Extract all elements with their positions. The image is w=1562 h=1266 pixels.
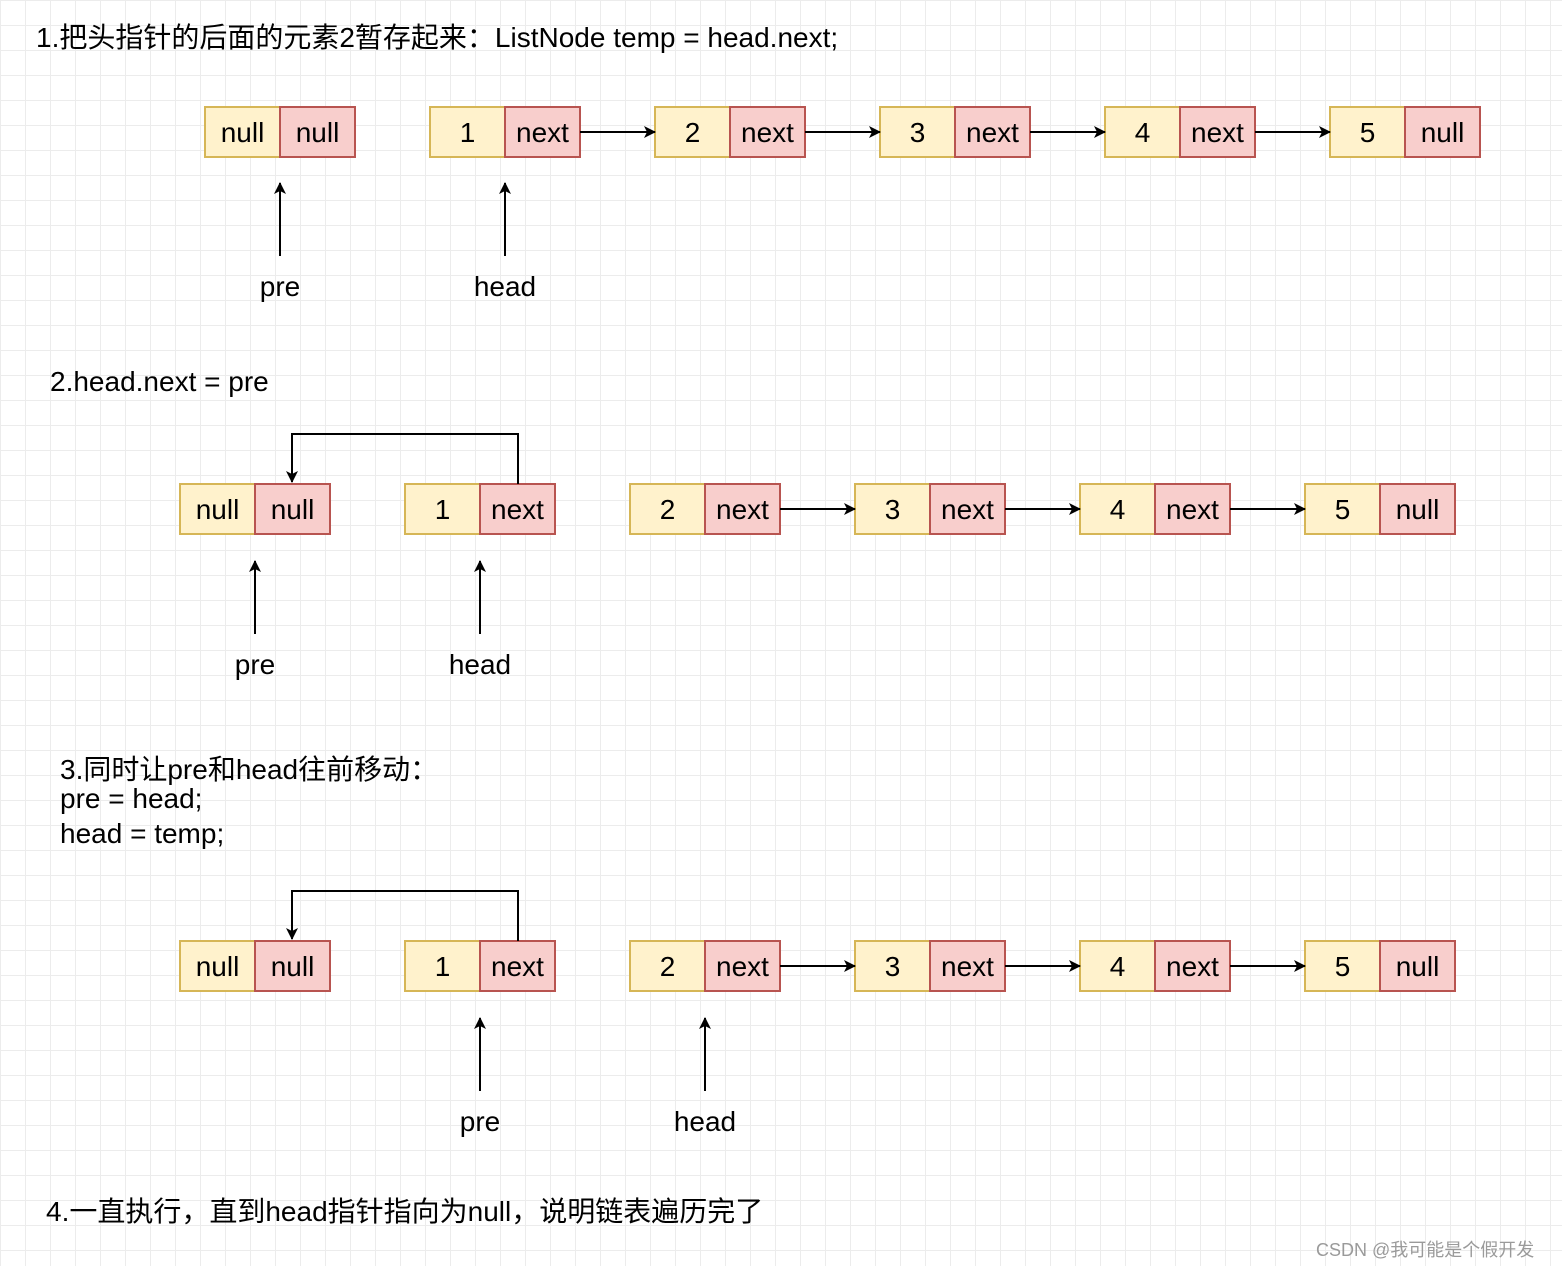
step3-node-1-next-label: next bbox=[491, 951, 544, 982]
step2-node-4-next-label: next bbox=[1166, 494, 1219, 525]
step1-node-1-next-label: next bbox=[516, 117, 569, 148]
step2-node-0-next-label: null bbox=[271, 494, 315, 525]
step2-node-1-next-label: next bbox=[491, 494, 544, 525]
step1-node-3-next-label: next bbox=[966, 117, 1019, 148]
step2-title: 2.head.next = pre bbox=[50, 366, 269, 397]
step2-node-3-next-label: next bbox=[941, 494, 994, 525]
step3-node-2-next-label: next bbox=[716, 951, 769, 982]
step3-node-0-next-label: null bbox=[271, 951, 315, 982]
step2-node-5-next-label: null bbox=[1396, 494, 1440, 525]
step3-node-0-value-label: null bbox=[196, 951, 240, 982]
step1-node-3-value-label: 3 bbox=[910, 117, 926, 148]
step2-node-5-value-cell bbox=[1304, 483, 1381, 535]
step1-pointer-head-label: head bbox=[474, 271, 536, 302]
step3-pointer-pre-label: pre bbox=[460, 1106, 500, 1137]
step3-pointer-head-label: head bbox=[674, 1106, 736, 1137]
step3-node-2-value-label: 2 bbox=[660, 951, 676, 982]
step1-node-4-next-label: next bbox=[1191, 117, 1244, 148]
step2-node-1-next-cell bbox=[479, 483, 556, 535]
step3-back-link bbox=[286, 890, 519, 941]
step3-node-0-next-cell bbox=[254, 940, 331, 992]
step3-node-2-value-cell bbox=[629, 940, 706, 992]
step2-node-5-next-cell bbox=[1379, 483, 1456, 535]
step1-node-5-next-label: null bbox=[1421, 117, 1465, 148]
step3-node-1-value-label: 1 bbox=[435, 951, 451, 982]
step1-node-0-next-cell bbox=[279, 106, 356, 158]
step3-node-1-value-cell bbox=[404, 940, 481, 992]
step1-node-4-next-cell bbox=[1179, 106, 1256, 158]
step3-node-5-next-cell bbox=[1379, 940, 1456, 992]
step2-node-2-next-label: next bbox=[716, 494, 769, 525]
step2-node-3-value-label: 3 bbox=[885, 494, 901, 525]
step1-node-1-next-cell bbox=[504, 106, 581, 158]
step1-node-2-value-cell bbox=[654, 106, 731, 158]
step3-node-5-next-label: null bbox=[1396, 951, 1440, 982]
step2-node-2-value-label: 2 bbox=[660, 494, 676, 525]
step2-node-0-value-cell bbox=[179, 483, 256, 535]
step1-node-5-next-cell bbox=[1404, 106, 1481, 158]
step1-node-4-value-label: 4 bbox=[1135, 117, 1151, 148]
watermark: CSDN @我可能是个假开发 bbox=[1316, 1240, 1535, 1260]
step1-title: 1.把头指针的后面的元素2暂存起来：ListNode temp = head.n… bbox=[36, 22, 839, 53]
step3-node-4-next-label: next bbox=[1166, 951, 1219, 982]
step2-node-0-value-label: null bbox=[196, 494, 240, 525]
step3-node-3-value-cell bbox=[854, 940, 931, 992]
step1-pointer-pre-label: pre bbox=[260, 271, 300, 302]
step2-node-1-value-label: 1 bbox=[435, 494, 451, 525]
step2-node-4-next-cell bbox=[1154, 483, 1231, 535]
step3-node-1-next-cell bbox=[479, 940, 556, 992]
step4-title: 4.一直执行，直到head指针指向为null，说明链表遍历完了 bbox=[46, 1196, 764, 1227]
step3-node-5-value-label: 5 bbox=[1335, 951, 1351, 982]
step2-back-link bbox=[286, 433, 519, 484]
step2-node-2-value-cell bbox=[629, 483, 706, 535]
step3-node-3-next-label: next bbox=[941, 951, 994, 982]
step3-node-0-value-cell bbox=[179, 940, 256, 992]
step3-title-line3: head = temp; bbox=[60, 818, 225, 849]
step1-node-1-value-cell bbox=[429, 106, 506, 158]
step2-node-5-value-label: 5 bbox=[1335, 494, 1351, 525]
step1-node-3-value-cell bbox=[879, 106, 956, 158]
step3-node-5-value-cell bbox=[1304, 940, 1381, 992]
step3-title-line1: 3.同时让pre和head往前移动： bbox=[60, 754, 439, 785]
step1-node-5-value-label: 5 bbox=[1360, 117, 1376, 148]
step3-node-3-value-label: 3 bbox=[885, 951, 901, 982]
step1-node-0-next-label: null bbox=[296, 117, 340, 148]
step3-node-4-next-cell bbox=[1154, 940, 1231, 992]
step3-title-line2: pre = head; bbox=[60, 783, 203, 814]
step2-pointer-pre-label: pre bbox=[235, 649, 275, 680]
step1-node-5-value-cell bbox=[1329, 106, 1406, 158]
step1-node-0-value-label: null bbox=[221, 117, 265, 148]
step2-node-3-next-cell bbox=[929, 483, 1006, 535]
step2-node-0-next-cell bbox=[254, 483, 331, 535]
step2-node-3-value-cell bbox=[854, 483, 931, 535]
step2-node-4-value-label: 4 bbox=[1110, 494, 1126, 525]
step1-node-2-value-label: 2 bbox=[685, 117, 701, 148]
step1-node-1-value-label: 1 bbox=[460, 117, 476, 148]
step1-node-2-next-label: next bbox=[741, 117, 794, 148]
step2-pointer-head-label: head bbox=[449, 649, 511, 680]
step3-node-4-value-label: 4 bbox=[1110, 951, 1126, 982]
